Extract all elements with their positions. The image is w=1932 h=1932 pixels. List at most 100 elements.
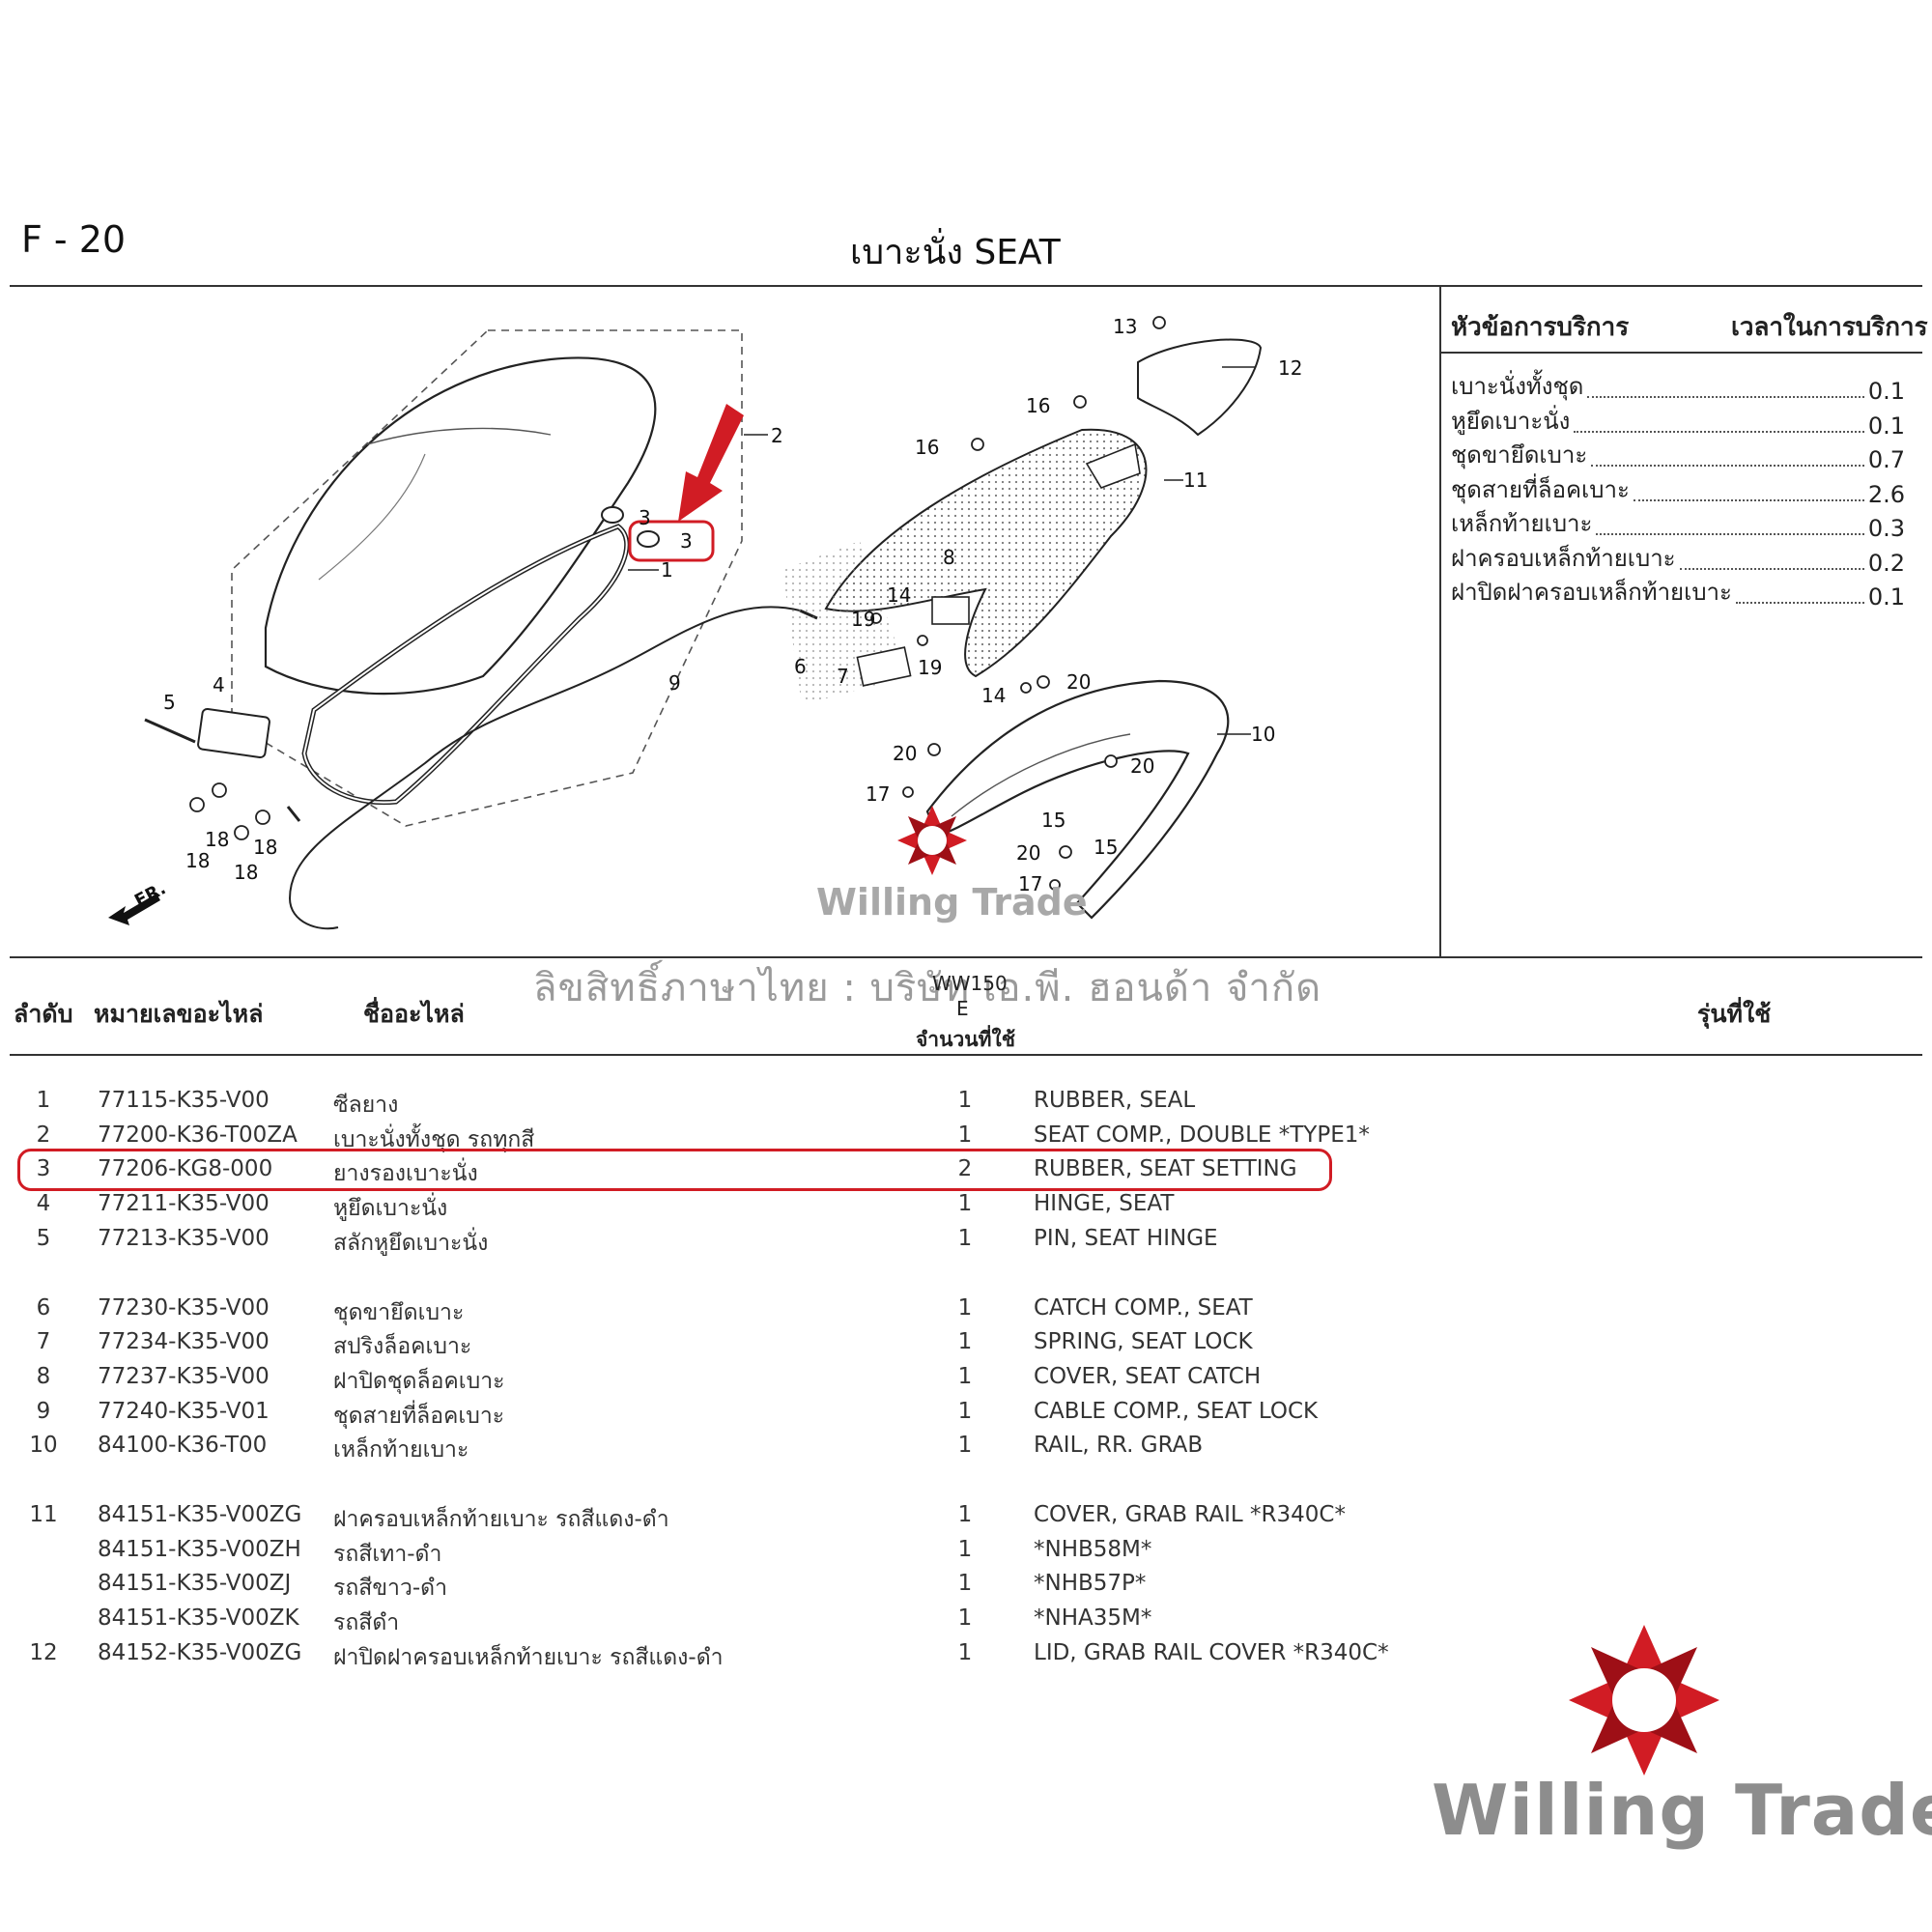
service-table-divider — [1439, 287, 1441, 957]
callout-19a: 19 — [851, 608, 875, 631]
part-description: PIN, SEAT HINGE — [1034, 1225, 1218, 1251]
part-description: RUBBER, SEAL — [1034, 1088, 1196, 1113]
service-item-header: หัวข้อการบริการ — [1451, 313, 1630, 342]
part-qty: 1 — [957, 1536, 973, 1562]
callout-1: 1 — [661, 558, 673, 582]
part-number: 84152-K35-V00ZG — [98, 1639, 302, 1665]
callout-17b: 17 — [1018, 872, 1042, 895]
callout-20b: 20 — [893, 742, 917, 765]
part-index: 2 — [36, 1122, 51, 1148]
callout-18c: 18 — [253, 836, 277, 859]
seat-lock-cable-shape — [288, 606, 801, 930]
callout-18d: 18 — [234, 861, 258, 884]
model-variant: E — [956, 997, 969, 1020]
part-index: 12 — [29, 1639, 58, 1665]
part-number: 84151-K35-V00ZJ — [98, 1571, 292, 1597]
callout-5: 5 — [163, 691, 176, 714]
part-description: *NHB57P* — [1034, 1571, 1147, 1597]
service-row-time: 0.7 — [1867, 446, 1905, 473]
callout-3b: 3 — [680, 529, 693, 553]
copyright-notice: ลิขสิทธิ์ภาษาไทย : บริษัท เอ.พี. ฮอนด้า … — [533, 966, 1322, 1010]
part-description: COVER, GRAB RAIL *R340C* — [1034, 1502, 1346, 1527]
leader-dots — [1633, 498, 1864, 501]
leader-dots — [1587, 396, 1864, 398]
part-number: 77237-K35-V00 — [98, 1363, 270, 1389]
part-qty: 2 — [957, 1156, 973, 1182]
col-no-header: ลำดับ — [14, 1000, 73, 1028]
callout-19b: 19 — [918, 656, 942, 679]
diagram-highlight-box — [628, 520, 715, 562]
callout-6: 6 — [794, 655, 807, 678]
service-row-time: 0.2 — [1867, 549, 1905, 577]
part-index: 1 — [36, 1088, 51, 1113]
callout-4: 4 — [213, 673, 225, 696]
part-number: 77213-K35-V00 — [98, 1225, 270, 1251]
callout-14b: 14 — [981, 684, 1006, 707]
service-time-header: เวลาในการบริการ — [1731, 313, 1928, 342]
col-models-header: รุ่นที่ใช้ — [1697, 1000, 1772, 1028]
callout-17a: 17 — [866, 782, 890, 806]
service-row-time: 0.1 — [1867, 583, 1905, 611]
leader-dots — [1574, 430, 1864, 433]
part-qty: 1 — [957, 1225, 973, 1251]
service-header-rule — [1441, 352, 1922, 354]
callout-20d: 20 — [1016, 841, 1040, 865]
part-name: ฝาปิดชุดล็อคเบาะ — [333, 1368, 505, 1394]
part-description: SPRING, SEAT LOCK — [1034, 1329, 1253, 1355]
service-row-label: ชุดสายที่ล็อคเบาะ — [1451, 475, 1630, 503]
part-qty: 1 — [957, 1502, 973, 1527]
part-name: รถสีขาว-ดำ — [333, 1576, 448, 1602]
page-code: F - 20 — [21, 218, 127, 261]
highlight-arrow-shape — [678, 404, 744, 522]
watermark-text-small: Willing Trade — [816, 881, 1088, 923]
service-row-label: หูยึดเบาะนั่ง — [1451, 407, 1571, 435]
grab-rail-cover-shape — [824, 428, 1148, 678]
seat-assembly-outline — [231, 329, 743, 827]
service-row: ชุดขายึดเบาะ 0.7 — [1451, 440, 1905, 473]
callout-10: 10 — [1251, 723, 1275, 746]
part-index: 4 — [36, 1191, 51, 1217]
part-description: *NHA35M* — [1034, 1605, 1152, 1632]
part-name: สลักหูยึดเบาะนั่ง — [333, 1230, 489, 1256]
part-name: รถสีเทา-ดำ — [333, 1541, 442, 1567]
part-number: 77240-K35-V01 — [98, 1398, 270, 1424]
part-number: 84151-K35-V00ZG — [98, 1502, 302, 1527]
callout-3a: 3 — [639, 506, 651, 529]
service-row-label: เหล็กท้ายเบาะ — [1451, 510, 1593, 537]
parts-header-rule — [10, 1054, 1922, 1056]
part-name: รถสีดำ — [333, 1610, 400, 1636]
part-number: 77206-KG8-000 — [98, 1156, 273, 1182]
part-qty: 1 — [957, 1122, 973, 1148]
part-index: 11 — [29, 1502, 58, 1527]
part-name: ฝาครอบเหล็กท้ายเบาะ รถสีแดง-ดำ — [333, 1507, 669, 1532]
part-name: สปริงล็อคเบาะ — [333, 1334, 472, 1360]
watermark-logo — [1569, 1625, 1719, 1776]
callout-15a: 15 — [1041, 809, 1065, 832]
part-index: 8 — [36, 1363, 51, 1389]
callout-13: 13 — [1113, 315, 1137, 338]
part-number: 84151-K35-V00ZK — [98, 1605, 299, 1632]
callout-18a: 18 — [205, 828, 229, 851]
diagram-bottom-rule — [10, 956, 1922, 958]
part-description: COVER, SEAT CATCH — [1034, 1363, 1262, 1389]
part-description: LID, GRAB RAIL COVER *R340C* — [1034, 1639, 1389, 1665]
callout-8: 8 — [943, 546, 955, 569]
part-qty: 1 — [957, 1329, 973, 1355]
callout-16b: 16 — [915, 436, 939, 459]
part-name: หูยึดเบาะนั่ง — [333, 1196, 448, 1222]
service-row-label: ชุดขายึดเบาะ — [1451, 441, 1588, 469]
callout-20c: 20 — [1130, 754, 1154, 778]
part-name: ชุดขายึดเบาะ — [333, 1299, 465, 1325]
part-index: 9 — [36, 1398, 51, 1424]
